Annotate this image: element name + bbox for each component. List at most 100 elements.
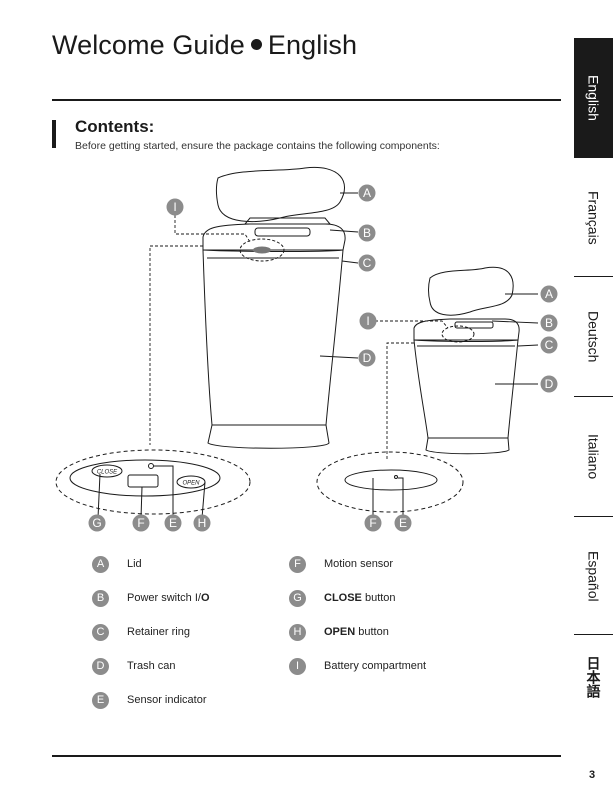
close-button-label: CLOSE (97, 470, 118, 476)
legend-item: A Lid (92, 555, 142, 573)
tab-label: English (585, 75, 602, 121)
legend-text: CLOSE button (324, 592, 396, 604)
large-power-switch (254, 227, 311, 237)
title-rule (52, 99, 561, 101)
tab-label: Deutsch (585, 311, 602, 363)
tab-separator (574, 395, 613, 397)
components-diagram: CLOSE OPEN A B C (55, 166, 558, 532)
tab-deutsch[interactable]: Deutsch (574, 277, 613, 397)
tab-label: Español (585, 550, 602, 602)
legend-badge: E (92, 691, 109, 709)
tab-francais[interactable]: Français (574, 158, 613, 277)
svg-text:D: D (545, 377, 554, 391)
legend-badge: A (92, 555, 109, 573)
legend-text: Battery compartment (324, 660, 427, 672)
small-sensor-indicator (394, 475, 398, 479)
large-callouts: A B C D I G F E H (88, 184, 376, 532)
callout-E: E (164, 514, 182, 532)
tab-label: Italiano (585, 434, 602, 480)
svg-text:E: E (169, 516, 177, 530)
small-leaders (375, 293, 539, 460)
svg-text:E: E (399, 516, 407, 530)
title-bullet (250, 39, 262, 51)
title-language: English (267, 30, 358, 60)
small-body (413, 339, 519, 439)
legend-badge: F (289, 555, 306, 573)
contents-accent-bar (52, 120, 56, 148)
contents-heading: Contents: (75, 117, 155, 136)
tab-separator (574, 633, 613, 635)
callout-H: H (193, 514, 211, 532)
svg-text:F: F (369, 516, 376, 530)
legend-text-bold: OPEN (324, 626, 356, 638)
svg-text:A: A (545, 287, 553, 301)
tab-espanol[interactable]: Español (574, 517, 613, 635)
legend-text: Retainer ring (127, 626, 190, 638)
tab-japanese[interactable]: 日本語 (574, 635, 613, 718)
callout-I-small: I (359, 312, 377, 330)
large-leaders (149, 192, 359, 445)
legend-badge: H (289, 623, 306, 641)
small-power-switch (454, 321, 494, 329)
legend-text-bold: O (200, 592, 210, 604)
callout-G: G (88, 514, 106, 532)
callout-B: B (358, 224, 376, 242)
svg-text:I: I (173, 200, 176, 214)
legend-item: G CLOSE button (289, 589, 396, 607)
page-title: Welcome Guide English (52, 30, 357, 61)
legend-badge: B (92, 589, 109, 607)
legend-badge: D (92, 657, 109, 675)
tab-label: Français (585, 190, 602, 245)
callout-I: I (166, 198, 184, 216)
legend-text-plain: button (361, 592, 396, 604)
small-callouts: A B C D I F E (359, 285, 558, 532)
language-tabs: English Français Deutsch Italiano Españo… (574, 38, 613, 718)
svg-text:G: G (92, 516, 101, 530)
legend-item: E Sensor indicator (92, 691, 207, 709)
small-trash-can (413, 266, 520, 455)
legend-text: Power switch I/O (127, 592, 210, 604)
legend-text-plain: Power switch I/ (127, 592, 201, 604)
large-trash-can (202, 166, 346, 449)
title-text: Welcome Guide (52, 30, 245, 60)
svg-text:B: B (363, 226, 371, 240)
large-control-panel: CLOSE OPEN (55, 449, 251, 519)
page-number: 3 (589, 769, 596, 781)
legend-text: Trash can (127, 660, 176, 672)
large-lid (216, 166, 345, 223)
tab-label: 日本語 (585, 655, 602, 698)
legend-item: B Power switch I/O (92, 589, 210, 607)
legend-item: C Retainer ring (92, 623, 190, 641)
motion-sensor-window (127, 474, 159, 488)
svg-text:H: H (198, 516, 207, 530)
svg-text:A: A (363, 186, 371, 200)
tab-separator (574, 515, 613, 517)
callout-E-small: E (394, 514, 412, 532)
open-button-label: OPEN (182, 481, 200, 487)
contents-description: Before getting started, ensure the packa… (75, 140, 440, 152)
legend-item: I Battery compartment (289, 657, 426, 675)
callout-A: A (358, 184, 376, 202)
legend-badge: I (289, 657, 306, 675)
svg-text:I: I (366, 314, 369, 328)
components-legend: A Lid B Power switch I/O C Retainer ring… (92, 555, 552, 715)
callout-C-small: C (540, 336, 558, 354)
legend-text-bold: CLOSE (324, 592, 362, 604)
tab-english[interactable]: English (574, 38, 613, 158)
callout-B-small: B (540, 314, 558, 332)
callout-F: F (132, 514, 150, 532)
tab-italiano[interactable]: Italiano (574, 397, 613, 517)
callout-F-small: F (364, 514, 382, 532)
svg-text:C: C (545, 338, 554, 352)
svg-text:D: D (363, 351, 372, 365)
legend-text-plain: button (355, 626, 389, 638)
tab-separator (574, 275, 613, 277)
svg-text:C: C (363, 256, 372, 270)
legend-badge: C (92, 623, 109, 641)
svg-text:B: B (545, 316, 553, 330)
legend-badge: G (289, 589, 306, 607)
legend-item: H OPEN button (289, 623, 389, 641)
small-lid (428, 266, 514, 316)
callout-D: D (358, 349, 376, 367)
callout-C: C (358, 254, 376, 272)
